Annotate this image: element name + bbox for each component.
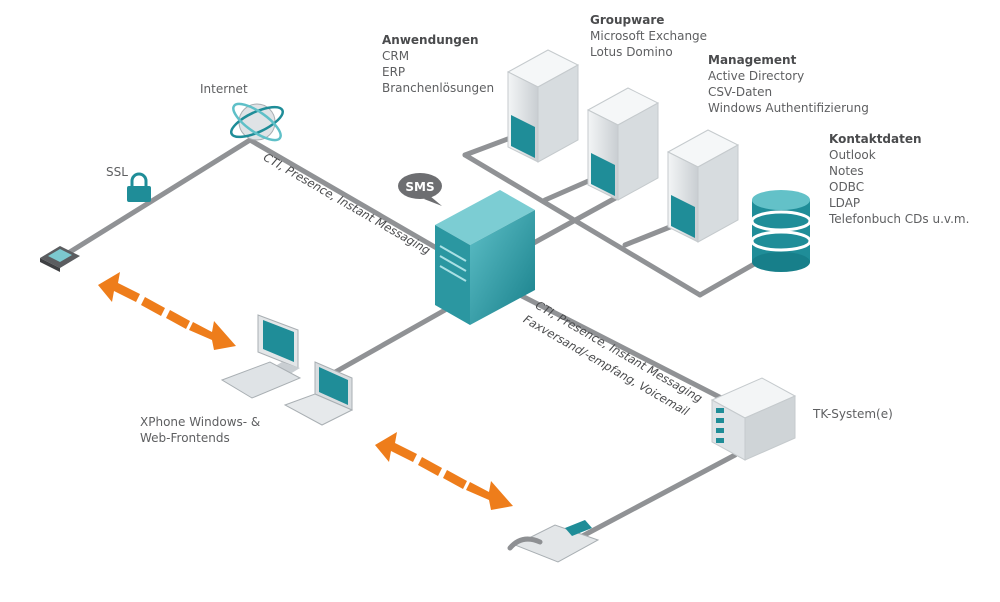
kontaktdaten-item: Notes — [829, 164, 864, 178]
anwendungen-item: ERP — [382, 65, 406, 79]
group-kontaktdaten: Kontaktdaten Outlook Notes ODBC LDAP Tel… — [829, 131, 969, 227]
management-item: Active Directory — [708, 69, 805, 83]
globe-icon — [230, 102, 284, 142]
frontends-line: XPhone Windows- & — [140, 415, 261, 429]
double-arrow-upper — [98, 272, 236, 350]
tk-system-label: TK-System(e) — [813, 407, 893, 421]
anwendungen-item: Branchenlösungen — [382, 81, 495, 95]
telephone-icon — [507, 520, 600, 563]
groupware-item: Microsoft Exchange — [590, 29, 708, 43]
group-management: Management Active Directory CSV-Daten Wi… — [708, 52, 869, 116]
groupware-title: Groupware — [590, 13, 665, 27]
line-server-backbone — [527, 187, 633, 248]
groupware-item: Lotus Domino — [590, 45, 673, 59]
anwendungen-title: Anwendungen — [382, 33, 479, 47]
frontends-label: XPhone Windows- & Web-Frontends — [140, 414, 260, 446]
database-icon — [750, 190, 812, 272]
laptop-icon — [283, 361, 354, 426]
mobile-phone-icon — [40, 246, 80, 272]
server-anwendungen — [506, 49, 580, 163]
kontaktdaten-item: LDAP — [829, 196, 861, 210]
ssl-label: SSL — [106, 165, 128, 179]
management-item: Windows Authentifizierung — [708, 101, 869, 115]
internet-label: Internet — [200, 82, 248, 96]
anwendungen-item: CRM — [382, 49, 410, 63]
line-server-pc — [327, 307, 448, 378]
desktop-computer-icon — [220, 314, 302, 399]
kontaktdaten-item: ODBC — [829, 180, 865, 194]
kontaktdaten-item: Outlook — [829, 148, 876, 162]
frontends-line: Web-Frontends — [140, 431, 230, 445]
lock-icon — [127, 172, 151, 202]
double-arrow-lower — [375, 432, 513, 510]
line-phone-internet — [62, 137, 253, 258]
kontaktdaten-title: Kontaktdaten — [829, 132, 922, 146]
kontaktdaten-item: Telefonbuch CDs u.v.m. — [829, 212, 970, 226]
sms-label: SMS — [405, 180, 434, 194]
management-item: CSV-Daten — [708, 85, 773, 99]
line-server-tk — [517, 292, 738, 408]
line-tk-telephone — [572, 452, 738, 543]
server-management — [666, 129, 740, 243]
group-anwendungen: Anwendungen CRM ERP Branchenlösungen — [382, 32, 494, 96]
sms-bubble: SMS — [398, 173, 442, 206]
group-groupware: Groupware Microsoft Exchange Lotus Domin… — [590, 12, 707, 60]
tk-system-icon — [710, 377, 797, 461]
line-internet-server — [247, 137, 443, 253]
central-server — [435, 190, 535, 325]
server-groupware — [586, 87, 660, 201]
line-backbone-main — [462, 152, 703, 298]
management-title: Management — [708, 53, 797, 67]
